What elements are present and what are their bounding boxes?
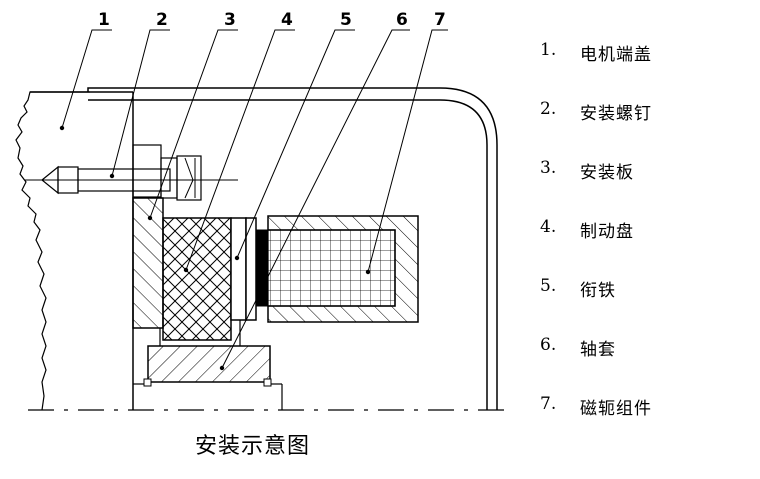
callout-6: 6 xyxy=(396,10,408,30)
callout-3: 3 xyxy=(224,10,236,30)
housing-outline xyxy=(87,87,498,410)
mounting-plate xyxy=(132,197,164,329)
leader-lines xyxy=(61,29,448,369)
legend-label: 安装螺钉 xyxy=(580,104,652,124)
callout-2: 2 xyxy=(156,10,168,30)
legend-number: 5. xyxy=(540,276,557,296)
legend-item: 4. 制动盘 xyxy=(540,217,750,276)
callout-5: 5 xyxy=(340,10,352,30)
legend-label: 安装板 xyxy=(580,163,634,183)
callout-7: 7 xyxy=(434,10,446,30)
legend-item: 7. 磁轭组件 xyxy=(540,394,750,453)
legend-item: 6. 轴套 xyxy=(540,335,750,394)
parts-legend: 1. 电机端盖 2. 安装螺钉 3. 安装板 4. 制动盘 5. 衔铁 6. 轴… xyxy=(540,40,750,453)
legend-number: 7. xyxy=(540,394,557,414)
legend-number: 2. xyxy=(540,99,557,119)
legend-label: 制动盘 xyxy=(580,222,634,242)
diagram-caption: 安装示意图 xyxy=(195,434,311,459)
legend-label: 轴套 xyxy=(580,340,616,360)
magnet-yoke-assembly xyxy=(267,215,419,323)
legend-label: 电机端盖 xyxy=(580,45,652,65)
legend-number: 1. xyxy=(540,40,557,60)
shaft-sleeve xyxy=(133,320,283,410)
legend-number: 3. xyxy=(540,158,557,178)
brake-disc-hub-step xyxy=(230,217,247,321)
legend-number: 4. xyxy=(540,217,557,237)
legend-item: 2. 安装螺钉 xyxy=(540,99,750,158)
brake-disc xyxy=(162,217,232,341)
friction-strip xyxy=(255,229,269,307)
leader-dots xyxy=(59,125,371,371)
legend-item: 3. 安装板 xyxy=(540,158,750,217)
legend-label: 衔铁 xyxy=(580,281,616,301)
legend-number: 6. xyxy=(540,335,557,355)
motor-end-cover xyxy=(15,91,134,411)
mounting-screw xyxy=(25,144,238,201)
installation-diagram: 1 2 3 4 5 6 7 xyxy=(15,10,505,411)
legend-item: 5. 衔铁 xyxy=(540,276,750,335)
legend-label: 磁轭组件 xyxy=(580,399,652,419)
legend-item: 1. 电机端盖 xyxy=(540,40,750,99)
callout-1: 1 xyxy=(98,10,110,30)
callout-4: 4 xyxy=(281,10,293,30)
